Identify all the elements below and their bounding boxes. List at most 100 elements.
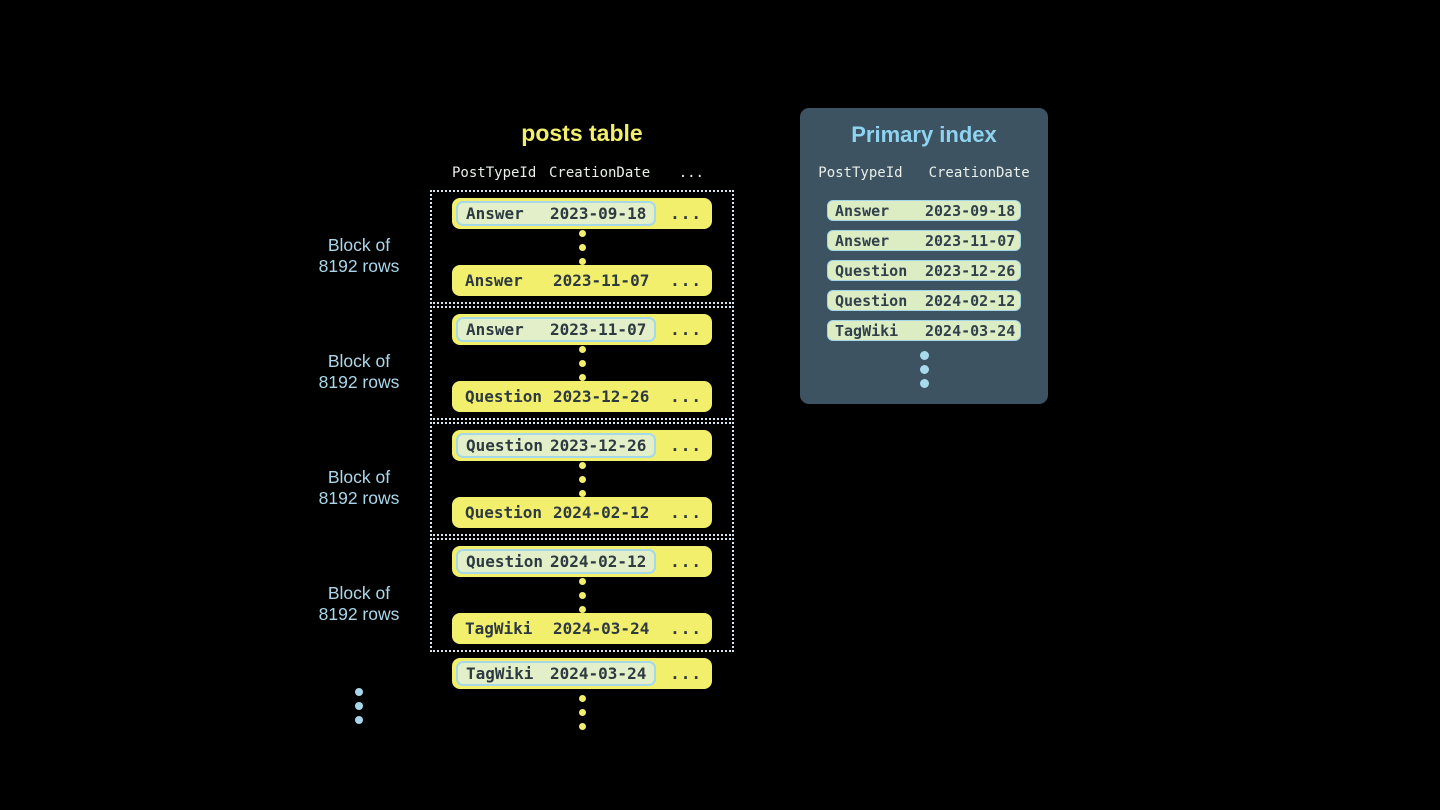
ellipsis-dots-icon — [578, 461, 586, 497]
dot-icon — [578, 695, 586, 702]
block-label-line: Block of — [327, 234, 391, 255]
cell-creationdate: 2024-03-24 — [550, 664, 647, 683]
primary-index-panel: Primary index PostTypeId CreationDate An… — [800, 108, 1048, 404]
dot-icon — [578, 489, 586, 497]
block-3: Question 2023-12-26 ... Question 2024-02… — [430, 422, 734, 536]
block-2: Answer 2023-11-07 ... Question 2023-12-2… — [430, 306, 734, 420]
ellipsis-dots-icon — [578, 345, 586, 381]
ellipsis-cell: ... — [670, 619, 702, 638]
ellipsis-cell: ... — [670, 436, 702, 455]
ellipsis-dots-icon — [578, 229, 586, 265]
index-row: Question 2023-12-26 — [827, 260, 1021, 281]
column-header-posttypeid: PostTypeId — [818, 165, 903, 181]
ellipsis-cell: ... — [670, 204, 702, 223]
cell-creationdate: 2023-12-26 — [553, 387, 650, 406]
cell-posttypeid: Question — [466, 552, 544, 571]
cell-posttypeid: Answer — [835, 201, 890, 220]
indexed-row-highlight: Question 2023-12-26 — [456, 433, 657, 458]
cell-creationdate: 2023-09-18 — [550, 204, 647, 223]
block-4: Question 2024-02-12 ... TagWiki 2024-03-… — [430, 538, 734, 652]
dot-icon — [578, 243, 586, 251]
dot-icon — [919, 365, 929, 374]
cell-posttypeid: Answer — [466, 204, 524, 223]
table-continues-dots — [430, 695, 734, 730]
cell-posttypeid: Answer — [466, 320, 524, 339]
dot-icon — [578, 577, 586, 585]
posts-table-blocks: Answer 2023-09-18 ... Answer 2023-11-07 … — [430, 190, 734, 652]
primary-index-column-headers: PostTypeId CreationDate — [818, 165, 1029, 181]
cell-creationdate: 2023-12-26 — [925, 261, 1016, 280]
cell-creationdate: 2023-11-07 — [553, 271, 650, 290]
cell-posttypeid: Question — [835, 261, 908, 280]
block-3-label: Block of 8192 rows — [300, 431, 418, 545]
dot-icon — [355, 716, 363, 724]
ellipsis-dots-icon — [578, 577, 586, 613]
indexed-row-highlight: Question 2024-02-12 — [456, 549, 657, 574]
table-row: TagWiki 2024-03-24 ... — [452, 658, 712, 689]
table-row: Question 2024-02-12 ... — [452, 497, 712, 528]
dot-icon — [919, 351, 929, 360]
cell-posttypeid: Question — [466, 436, 544, 455]
dot-icon — [578, 257, 586, 265]
cell-creationdate: 2023-11-07 — [550, 320, 647, 339]
block-labels-column: Block of 8192 rows Block of 8192 rows Bl… — [300, 190, 418, 652]
block-label-line: Block of — [327, 350, 391, 371]
table-row: Question 2024-02-12 ... — [452, 546, 712, 577]
column-header-posttypeid: PostTypeId — [452, 165, 537, 181]
ellipsis-cell: ... — [670, 552, 702, 571]
cell-posttypeid: Question — [835, 291, 908, 310]
block-1-label: Block of 8192 rows — [300, 199, 418, 313]
block-1: Answer 2023-09-18 ... Answer 2023-11-07 … — [430, 190, 734, 304]
posts-table-column-headers: PostTypeId CreationDate ... — [430, 165, 734, 181]
dot-icon — [578, 345, 586, 353]
cell-creationdate: 2023-11-07 — [925, 231, 1016, 250]
dot-icon — [578, 475, 586, 483]
indexed-row-highlight: Answer 2023-09-18 — [456, 201, 657, 226]
cell-creationdate: 2024-02-12 — [925, 291, 1016, 310]
column-header-creationdate: CreationDate — [549, 165, 651, 181]
ellipsis-cell: ... — [670, 271, 702, 290]
posts-table-title: posts table — [521, 120, 643, 146]
block-4-label: Block of 8192 rows — [300, 547, 418, 661]
indexed-row-highlight: TagWiki 2024-03-24 — [456, 661, 657, 686]
dot-icon — [578, 373, 586, 381]
cell-posttypeid: Question — [465, 387, 543, 406]
blocks-continue-dots — [300, 688, 418, 724]
block-label-line: Block of — [327, 466, 391, 487]
cell-creationdate: 2023-09-18 — [925, 201, 1016, 220]
dot-icon — [355, 688, 363, 696]
ellipsis-cell: ... — [670, 664, 702, 683]
block-label-line: 8192 rows — [318, 256, 400, 276]
dot-icon — [578, 709, 586, 716]
dot-icon — [578, 359, 586, 367]
indexed-row-highlight: Answer 2023-11-07 — [456, 317, 657, 342]
column-header-ellipsis: ... — [678, 165, 704, 181]
table-row: TagWiki 2024-03-24 ... — [452, 613, 712, 644]
index-row: Question 2024-02-12 — [827, 290, 1021, 311]
dot-icon — [355, 702, 363, 710]
block-label-line: Block of — [327, 582, 391, 603]
column-header-creationdate: CreationDate — [928, 165, 1030, 181]
cell-posttypeid: TagWiki — [465, 619, 533, 638]
table-row: Answer 2023-11-07 ... — [452, 314, 712, 345]
cell-posttypeid: Answer — [465, 271, 523, 290]
block-label-line: 8192 rows — [318, 488, 400, 508]
block-label-line: 8192 rows — [318, 372, 400, 392]
cell-creationdate: 2024-03-24 — [925, 321, 1016, 340]
table-row: Question 2023-12-26 ... — [452, 430, 712, 461]
cell-creationdate: 2023-12-26 — [550, 436, 647, 455]
cell-posttypeid: TagWiki — [835, 321, 899, 340]
ellipsis-cell: ... — [670, 503, 702, 522]
ellipsis-cell: ... — [670, 387, 702, 406]
cell-creationdate: 2024-02-12 — [550, 552, 647, 571]
primary-index-rows: Answer 2023-09-18 Answer 2023-11-07 Ques… — [827, 200, 1021, 341]
dot-icon — [919, 379, 929, 388]
dot-icon — [578, 605, 586, 613]
block-2-label: Block of 8192 rows — [300, 315, 418, 429]
primary-index-title: Primary index — [851, 122, 997, 147]
index-continues-dots — [919, 351, 929, 388]
cell-creationdate: 2024-03-24 — [553, 619, 650, 638]
index-row: Answer 2023-09-18 — [827, 200, 1021, 221]
table-row: Answer 2023-11-07 ... — [452, 265, 712, 296]
